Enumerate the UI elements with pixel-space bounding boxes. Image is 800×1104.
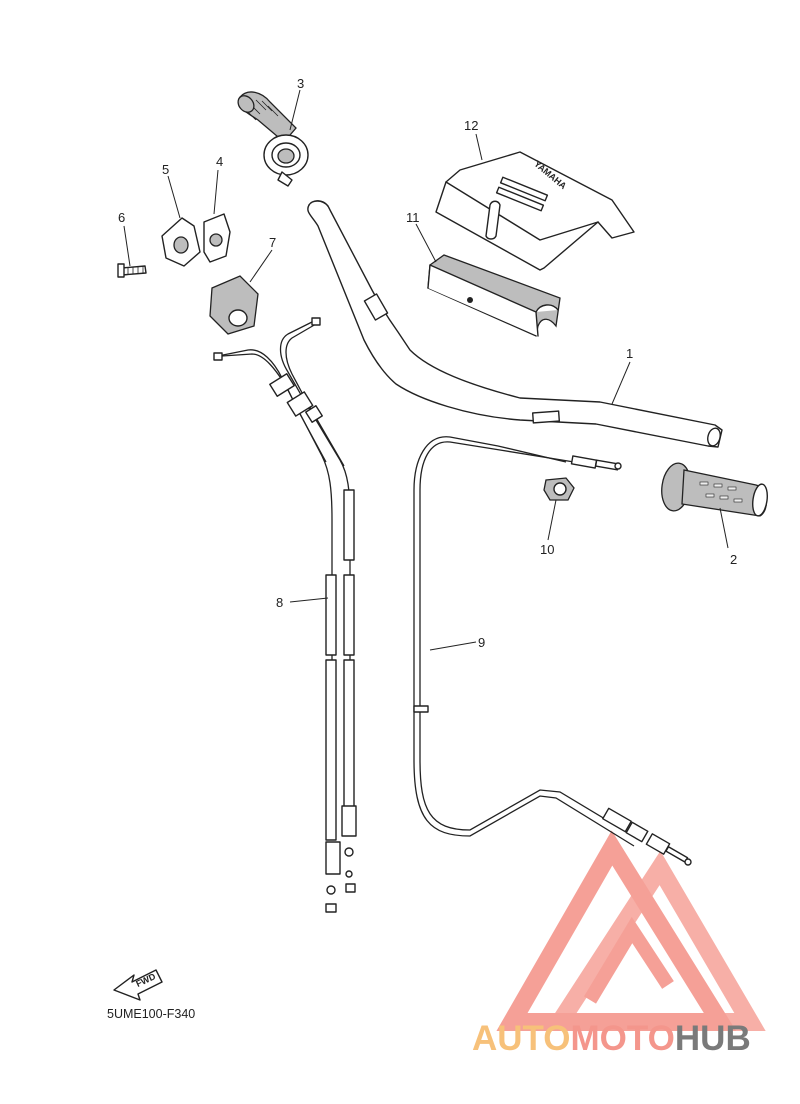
callout-6: 6 bbox=[118, 210, 125, 225]
cable-adjuster bbox=[543, 477, 575, 501]
bolt bbox=[117, 263, 147, 278]
handlebar-holder-lower bbox=[203, 213, 231, 263]
clutch-cable bbox=[413, 436, 692, 866]
callout-10: 10 bbox=[540, 542, 554, 557]
diagram-code: 5UME100-F340 bbox=[107, 1007, 196, 1021]
callout-11: 11 bbox=[406, 210, 420, 225]
callout-1: 1 bbox=[626, 346, 633, 361]
left-grip bbox=[661, 462, 768, 517]
brand-part3: HUB bbox=[674, 1019, 751, 1058]
callout-9: 9 bbox=[478, 635, 485, 650]
leader-lines bbox=[123, 89, 729, 651]
callout-2: 2 bbox=[730, 552, 737, 567]
throttle-grip bbox=[237, 91, 309, 187]
handlebar-holder-upper bbox=[161, 217, 201, 267]
forward-arrow-icon: FWD bbox=[113, 969, 163, 1001]
brand-part1: AUTO bbox=[472, 1019, 571, 1058]
automotohub-logo bbox=[496, 830, 766, 1031]
handlebar-pad: YAMAHA bbox=[435, 151, 635, 271]
callout-4: 4 bbox=[216, 154, 223, 169]
throttle-cable bbox=[213, 317, 357, 913]
callout-12: 12 bbox=[464, 118, 478, 133]
handlebar-foam bbox=[427, 254, 561, 337]
callout-5: 5 bbox=[162, 162, 169, 177]
handlebar bbox=[307, 200, 723, 448]
callout-8: 8 bbox=[276, 595, 283, 610]
callouts: 1 2 3 4 5 6 7 8 9 10 11 12 bbox=[118, 76, 737, 650]
handlebar-holder-block bbox=[209, 275, 259, 335]
callout-3: 3 bbox=[297, 76, 304, 91]
watermark-brand: AUTOMOTOHUB bbox=[472, 1019, 751, 1059]
callout-7: 7 bbox=[269, 235, 276, 250]
brand-part2: MOTO bbox=[570, 1019, 675, 1058]
